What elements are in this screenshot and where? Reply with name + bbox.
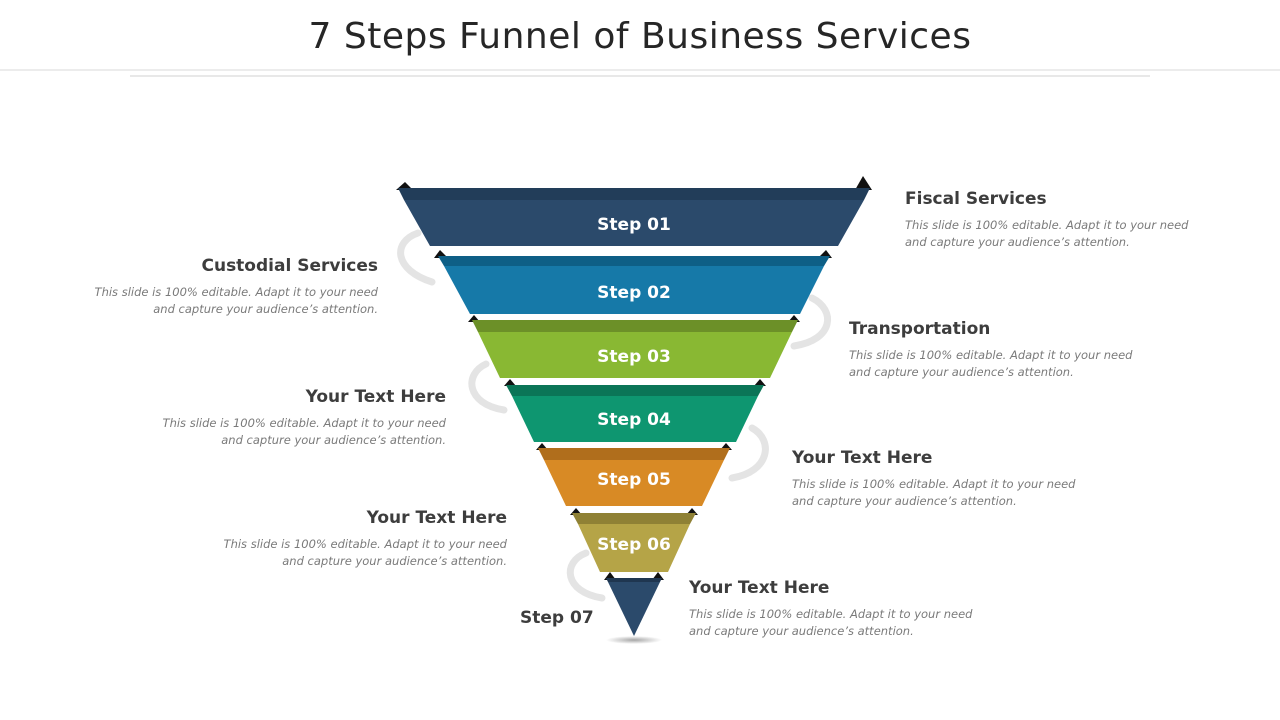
segment-2-top-band — [438, 256, 830, 266]
connector-arrow-3 — [468, 360, 508, 414]
callout-step-4: Your Text Here This slide is 100% editab… — [156, 387, 446, 449]
segment-6-shape — [578, 524, 690, 572]
segment-7-shape — [608, 582, 660, 636]
segment-6-top-band — [572, 513, 696, 524]
funnel-segment-1: Step 01 — [396, 176, 872, 246]
segment-3-label: Step 03 — [597, 347, 671, 367]
callout-title: Your Text Here — [689, 578, 830, 598]
connector-arrow-5 — [566, 549, 606, 602]
callout-transportation: Transportation This slide is 100% editab… — [849, 319, 1139, 381]
connector-arrow-1 — [397, 229, 436, 286]
segment-2-shape — [444, 266, 824, 314]
funnel-segment-7 — [604, 572, 664, 644]
callout-text: This slide is 100% editable. Adapt it to… — [849, 348, 1133, 379]
callout-title: Fiscal Services — [905, 189, 1047, 209]
funnel-segment-6: Step 06 — [570, 508, 698, 572]
callout-title: Your Text Here — [366, 508, 507, 528]
callout-custodial-services: Custodial Services This slide is 100% ed… — [88, 256, 378, 318]
connector-arrow-4 — [728, 424, 769, 482]
title-underline — [130, 75, 1150, 77]
callout-text: This slide is 100% editable. Adapt it to… — [689, 607, 973, 638]
step-7-label: Step 07 — [520, 608, 594, 628]
funnel-segment-5: Step 05 — [536, 443, 732, 506]
segment-5-top-band — [538, 448, 730, 460]
segment-1-top-band — [398, 188, 870, 200]
callout-title: Your Text Here — [305, 387, 446, 407]
funnel-segment-3: Step 03 — [468, 315, 800, 378]
callout-title: Your Text Here — [792, 448, 933, 468]
segment-4-top-band — [506, 385, 764, 396]
callout-title: Custodial Services — [201, 256, 378, 276]
callout-step-5: Your Text Here This slide is 100% editab… — [792, 448, 1082, 510]
segment-7-top-band — [606, 578, 662, 582]
segment-4-shape — [512, 396, 758, 442]
segment-6-label: Step 06 — [597, 535, 671, 555]
callout-text: This slide is 100% editable. Adapt it to… — [94, 285, 378, 316]
callout-text: This slide is 100% editable. Adapt it to… — [162, 416, 446, 447]
callout-title: Transportation — [849, 319, 991, 339]
funnel-segment-4: Step 04 — [504, 379, 766, 442]
segment-1-shape — [404, 200, 864, 246]
funnel-shadow — [606, 636, 662, 644]
callout-text: This slide is 100% editable. Adapt it to… — [792, 477, 1076, 508]
segment-3-top-band — [472, 320, 798, 332]
callout-fiscal-services: Fiscal Services This slide is 100% edita… — [905, 189, 1195, 251]
callout-text: This slide is 100% editable. Adapt it to… — [223, 537, 507, 568]
funnel-segment-2: Step 02 — [434, 250, 832, 314]
segment-3-shape — [478, 332, 792, 378]
segment-1-label: Step 01 — [597, 215, 671, 235]
title-divider — [0, 69, 1280, 71]
segment-4-label: Step 04 — [597, 410, 671, 430]
segment-5-label: Step 05 — [597, 470, 671, 490]
segment-2-label: Step 02 — [597, 283, 671, 303]
callout-step-7: Your Text Here This slide is 100% editab… — [689, 578, 979, 640]
callout-text: This slide is 100% editable. Adapt it to… — [905, 218, 1189, 249]
segment-5-shape — [544, 460, 724, 506]
slide-title: 7 Steps Funnel of Business Services — [308, 16, 972, 57]
connector-arrow-2 — [790, 294, 832, 350]
callout-step-6: Your Text Here This slide is 100% editab… — [217, 508, 507, 570]
